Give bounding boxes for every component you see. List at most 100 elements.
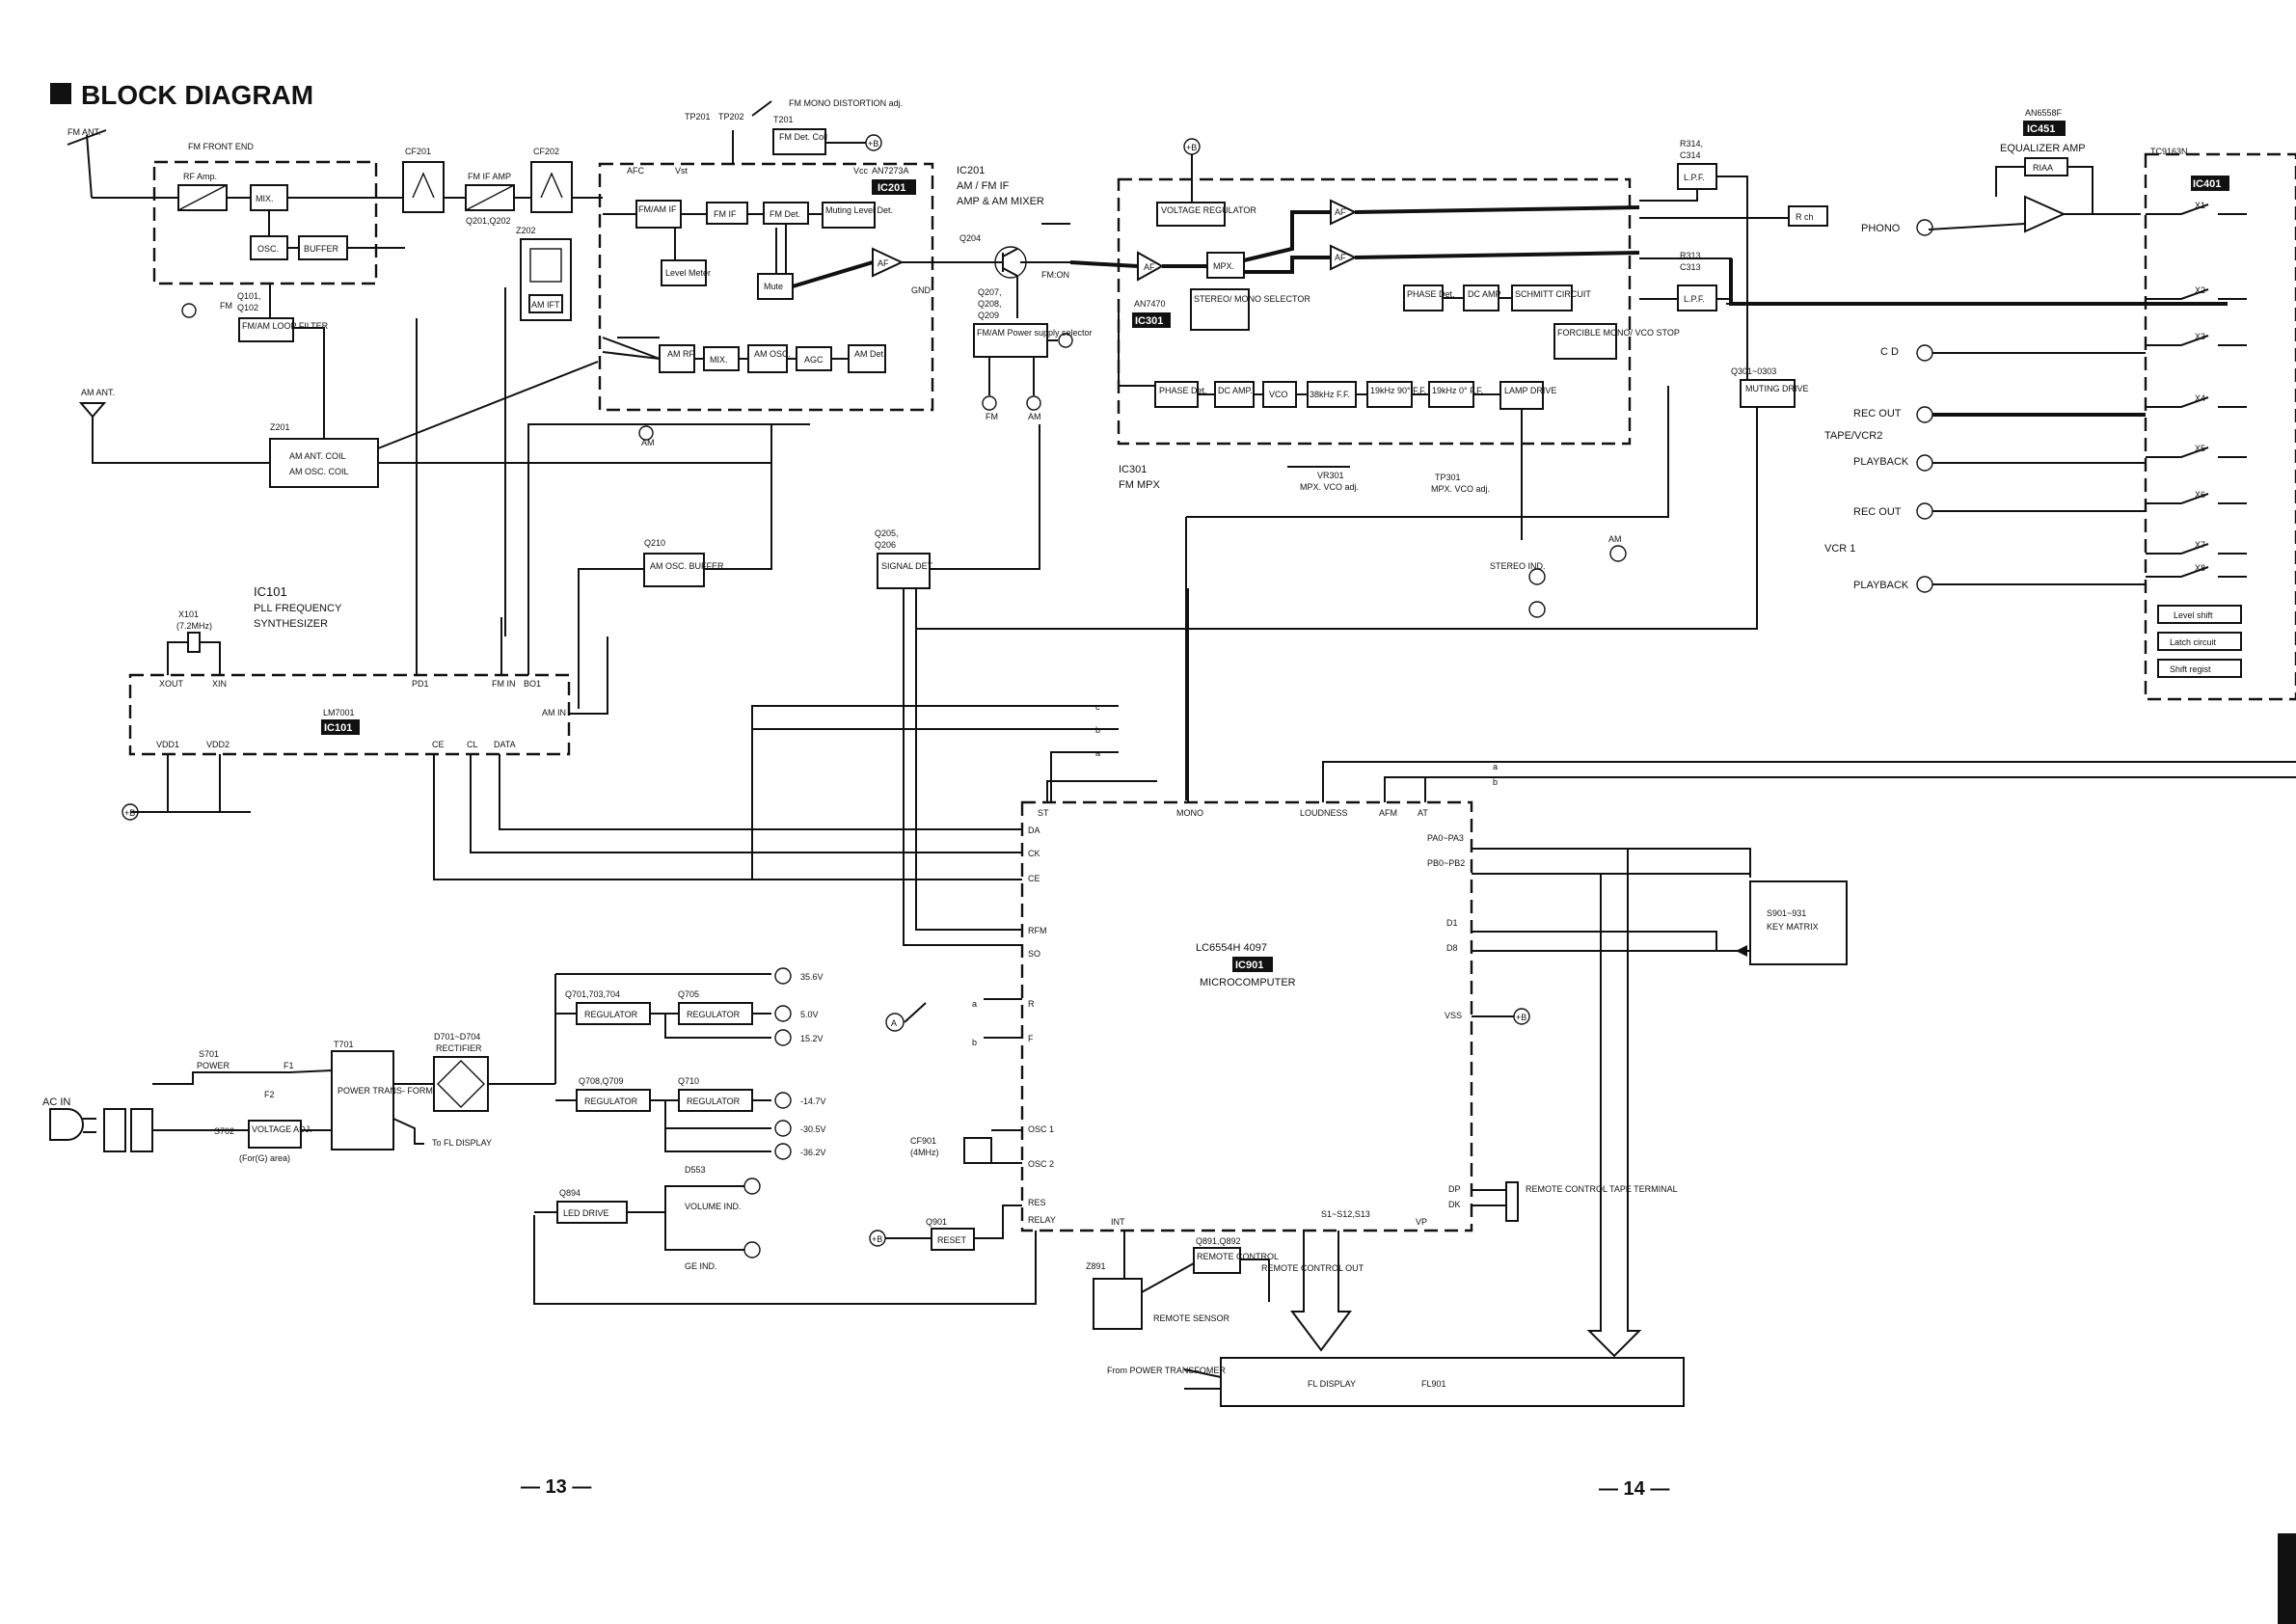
svg-text:AN7273A: AN7273A <box>872 166 909 176</box>
svg-text:MUTING DRIVE: MUTING DRIVE <box>1745 384 1809 393</box>
svg-text:AM ANT.: AM ANT. <box>81 388 115 397</box>
svg-text:Q207,: Q207, <box>978 287 1002 297</box>
ic401-box <box>2144 152 2296 701</box>
svg-text:AF: AF <box>878 258 889 268</box>
svg-text:(For(G) area): (For(G) area) <box>239 1153 290 1163</box>
svg-text:— 13 —: — 13 — <box>521 1476 591 1498</box>
shift-register-block <box>2157 659 2242 678</box>
svg-text:TP301: TP301 <box>1435 473 1461 482</box>
svg-text:IC451: IC451 <box>2027 123 2055 135</box>
ic401-badge <box>2191 176 2229 191</box>
svg-text:VOLTAGE REGULATOR: VOLTAGE REGULATOR <box>1161 205 1256 215</box>
svg-text:INT: INT <box>1111 1217 1125 1227</box>
svg-text:CE: CE <box>432 740 445 749</box>
svg-text:Muting Level Det.: Muting Level Det. <box>825 205 893 215</box>
svg-text:FM Det. Coil: FM Det. Coil <box>779 132 827 142</box>
svg-text:RESET: RESET <box>937 1235 967 1245</box>
svg-text:X101: X101 <box>178 609 199 619</box>
tape-recout-jack-icon[interactable] <box>1916 406 1933 423</box>
supply-fm-icon <box>181 303 197 318</box>
svg-text:AFM: AFM <box>1379 808 1397 818</box>
svg-text:c: c <box>1095 702 1100 712</box>
svg-text:DA: DA <box>1028 826 1040 835</box>
svg-text:Q701,703,704: Q701,703,704 <box>565 989 620 999</box>
svg-text:T201: T201 <box>773 115 794 124</box>
fl-bus-arrows <box>1183 849 1642 1390</box>
forcible-mono-block <box>1553 323 1617 360</box>
cd-jack-icon[interactable] <box>1916 344 1933 362</box>
svg-text:SO: SO <box>1028 949 1040 959</box>
svg-text:b: b <box>972 1038 977 1047</box>
svg-text:CL: CL <box>467 740 478 749</box>
vcr-playback-jack-icon[interactable] <box>1916 576 1933 593</box>
svg-text:Q710: Q710 <box>678 1076 699 1086</box>
ff38-block <box>1307 381 1357 408</box>
dc-amp2-block <box>1214 381 1255 408</box>
svg-text:CF202: CF202 <box>533 147 559 156</box>
svg-text:FM Det.: FM Det. <box>770 209 800 219</box>
rectifier-block <box>433 1056 489 1112</box>
svg-text:OSC.: OSC. <box>257 244 279 254</box>
svg-text:Q208,: Q208, <box>978 299 1002 309</box>
svg-text:D553: D553 <box>685 1165 706 1175</box>
svg-text:OSC 1: OSC 1 <box>1028 1124 1054 1134</box>
svg-text:Level Meter: Level Meter <box>665 268 711 278</box>
svg-text:CE: CE <box>1028 874 1040 883</box>
svg-text:TP202: TP202 <box>718 112 744 122</box>
svg-text:+B: +B <box>124 808 135 818</box>
fm-front-end-box <box>152 160 378 285</box>
svg-text:S1~S12,S13: S1~S12,S13 <box>1321 1209 1370 1219</box>
svg-text:Vcc: Vcc <box>853 166 869 176</box>
lamp-drive-block <box>1499 381 1544 410</box>
svg-text:Q102: Q102 <box>237 303 258 312</box>
svg-text:LM7001: LM7001 <box>323 708 355 717</box>
svg-text:PLAYBACK: PLAYBACK <box>1853 580 1909 591</box>
phono-jack-icon[interactable] <box>1916 219 1933 236</box>
svg-text:REGULATOR: REGULATOR <box>687 1010 741 1019</box>
switch-x6-icon <box>2146 493 2247 504</box>
voltage-adj-block <box>248 1120 302 1149</box>
a-marker-icon <box>885 1013 905 1032</box>
remote-terminal-icon <box>1505 1181 1519 1222</box>
svg-text:R313,: R313, <box>1680 251 1703 260</box>
key-matrix-block <box>1749 880 1848 965</box>
svg-text:REGULATOR: REGULATOR <box>584 1010 638 1019</box>
switch-label-x7: X7 <box>2195 540 2205 550</box>
svg-text:REC OUT: REC OUT <box>1853 506 1902 518</box>
switch-label-x4: X4 <box>2195 393 2205 403</box>
svg-text:19kHz 0° F.F.: 19kHz 0° F.F. <box>1432 386 1483 395</box>
x101-crystal-icon <box>187 632 201 653</box>
svg-text:D1: D1 <box>1446 918 1458 928</box>
svg-text:IC901: IC901 <box>1235 960 1263 971</box>
svg-text:C314: C314 <box>1680 150 1701 160</box>
svg-text:REMOTE SENSOR: REMOTE SENSOR <box>1153 1313 1230 1323</box>
svg-text:CF901: CF901 <box>910 1136 936 1146</box>
svg-text:TAPE/VCR2: TAPE/VCR2 <box>1824 430 1882 442</box>
tape-playback-jack-icon[interactable] <box>1916 454 1933 472</box>
svg-text:Latch circuit: Latch circuit <box>2170 637 2217 647</box>
svg-text:REMOTE CONTROL: REMOTE CONTROL <box>1197 1252 1279 1261</box>
svg-text:35.6V: 35.6V <box>800 972 824 982</box>
svg-text:Z202: Z202 <box>516 226 536 235</box>
ge-led-icon <box>743 1241 761 1259</box>
svg-text:SIGNAL DET.: SIGNAL DET. <box>881 561 934 571</box>
svg-text:EQUALIZER AMP: EQUALIZER AMP <box>2000 143 2086 154</box>
cf202-block <box>530 161 573 213</box>
fm-front-end-label: FM FRONT END <box>188 142 254 151</box>
ic201-badge <box>872 179 916 195</box>
svg-text:VP: VP <box>1416 1217 1427 1227</box>
ac-input-icon <box>103 1108 126 1152</box>
svg-text:FM IN: FM IN <box>492 679 516 689</box>
svg-text:FL DISPLAY: FL DISPLAY <box>1308 1379 1356 1389</box>
svg-text:RELAY: RELAY <box>1028 1215 1056 1225</box>
svg-text:Shift regist: Shift regist <box>2170 664 2211 674</box>
vcr-recout-jack-icon[interactable] <box>1916 502 1933 520</box>
svg-text:(4MHz): (4MHz) <box>910 1148 939 1157</box>
equalizer-amp-icon <box>2024 195 2066 233</box>
svg-text:SYNTHESIZER: SYNTHESIZER <box>254 618 328 630</box>
svg-text:+B: +B <box>868 139 878 149</box>
svg-text:FM/AM Power supply selector: FM/AM Power supply selector <box>977 328 1093 338</box>
muting-drive-block <box>1740 379 1796 408</box>
svg-text:AM IFT: AM IFT <box>531 300 560 310</box>
svg-text:PLL FREQUENCY: PLL FREQUENCY <box>254 603 342 614</box>
